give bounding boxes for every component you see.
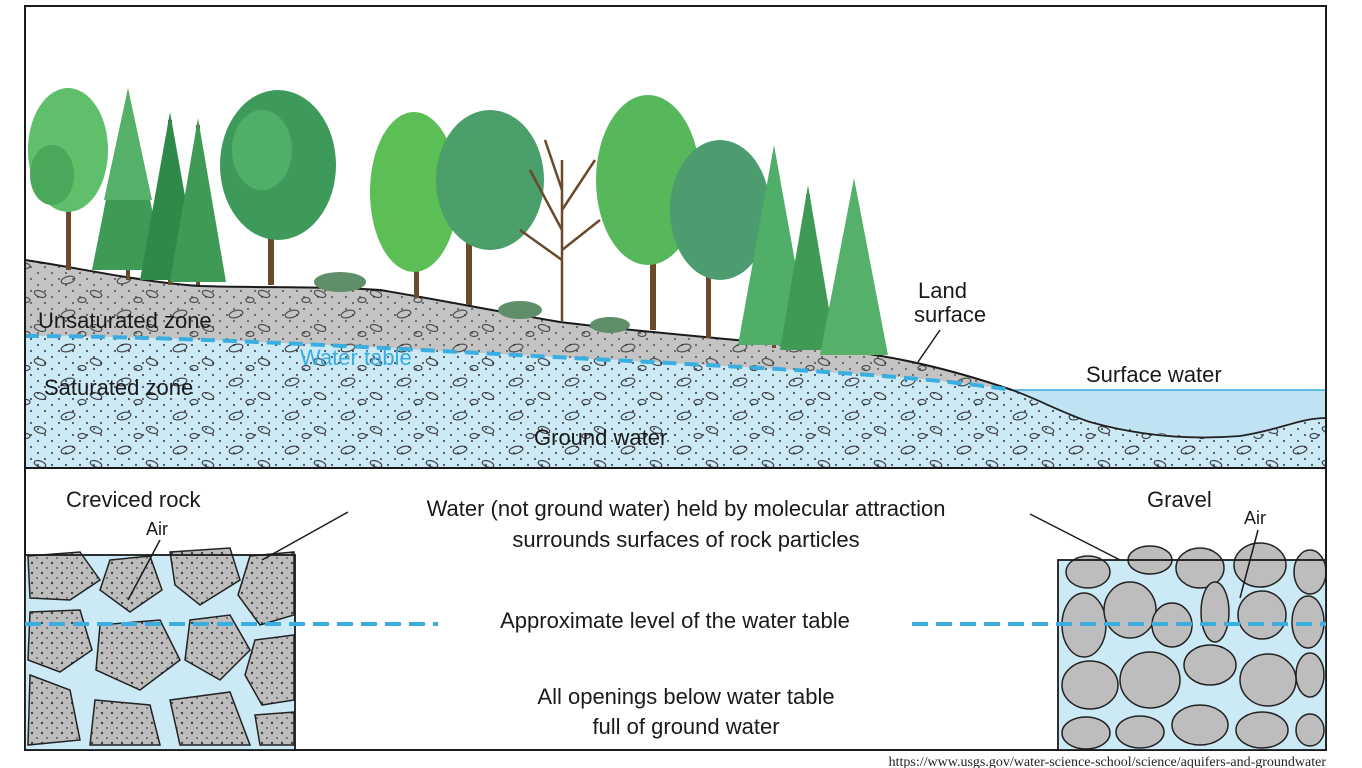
surface-water-label: Surface water <box>1086 362 1222 387</box>
tree-deciduous <box>370 112 458 298</box>
tree-conifer <box>92 88 164 280</box>
tree-conifer <box>820 178 888 355</box>
creviced-rock-block <box>24 547 296 751</box>
source-url[interactable]: https://www.usgs.gov/water-science-schoo… <box>889 755 1327 768</box>
tree-deciduous <box>28 88 108 270</box>
molecular-attraction-line1: Water (not ground water) held by molecul… <box>427 496 946 521</box>
approx-water-table-label: Approximate level of the water table <box>500 608 850 633</box>
top-panel: Unsaturated zone Water table Saturated z… <box>25 88 1326 468</box>
saturated-zone-label: Saturated zone <box>44 375 193 400</box>
molecular-leader-right <box>1029 513 1121 561</box>
tree-conifer <box>170 118 226 285</box>
water-table-label: Water table <box>300 345 412 370</box>
tree-deciduous <box>436 110 544 305</box>
air-right-label: Air <box>1244 508 1266 528</box>
diagram-frame <box>24 5 1327 751</box>
surface-water-area <box>1012 390 1326 439</box>
land-surface-label-line1: Land <box>918 278 967 303</box>
tree-deciduous <box>220 90 336 285</box>
unsaturated-zone-label: Unsaturated zone <box>38 308 212 333</box>
water-table-line <box>25 334 1013 392</box>
ground-water-label: Ground water <box>534 425 667 450</box>
trees <box>28 88 888 355</box>
openings-line1: All openings below water table <box>537 684 834 709</box>
molecular-attraction-line2: surrounds surfaces of rock particles <box>512 527 859 552</box>
air-left-leader <box>127 539 161 601</box>
air-left-label: Air <box>146 519 168 539</box>
tree-deciduous <box>670 140 770 338</box>
openings-line2: full of ground water <box>592 714 779 739</box>
tree-bare <box>519 139 601 322</box>
bottom-panel: Creviced rock Air Gravel Air Water (not … <box>24 487 1327 751</box>
land-surface-label-line2: surface <box>914 302 986 327</box>
land-surface-leader <box>917 329 941 363</box>
air-right-leader <box>1239 529 1259 599</box>
tree-conifer <box>780 185 836 350</box>
gravel-block <box>1057 542 1327 751</box>
creviced-rock-label: Creviced rock <box>66 487 201 512</box>
molecular-leader-left <box>261 511 349 561</box>
gravel-label: Gravel <box>1147 487 1212 512</box>
